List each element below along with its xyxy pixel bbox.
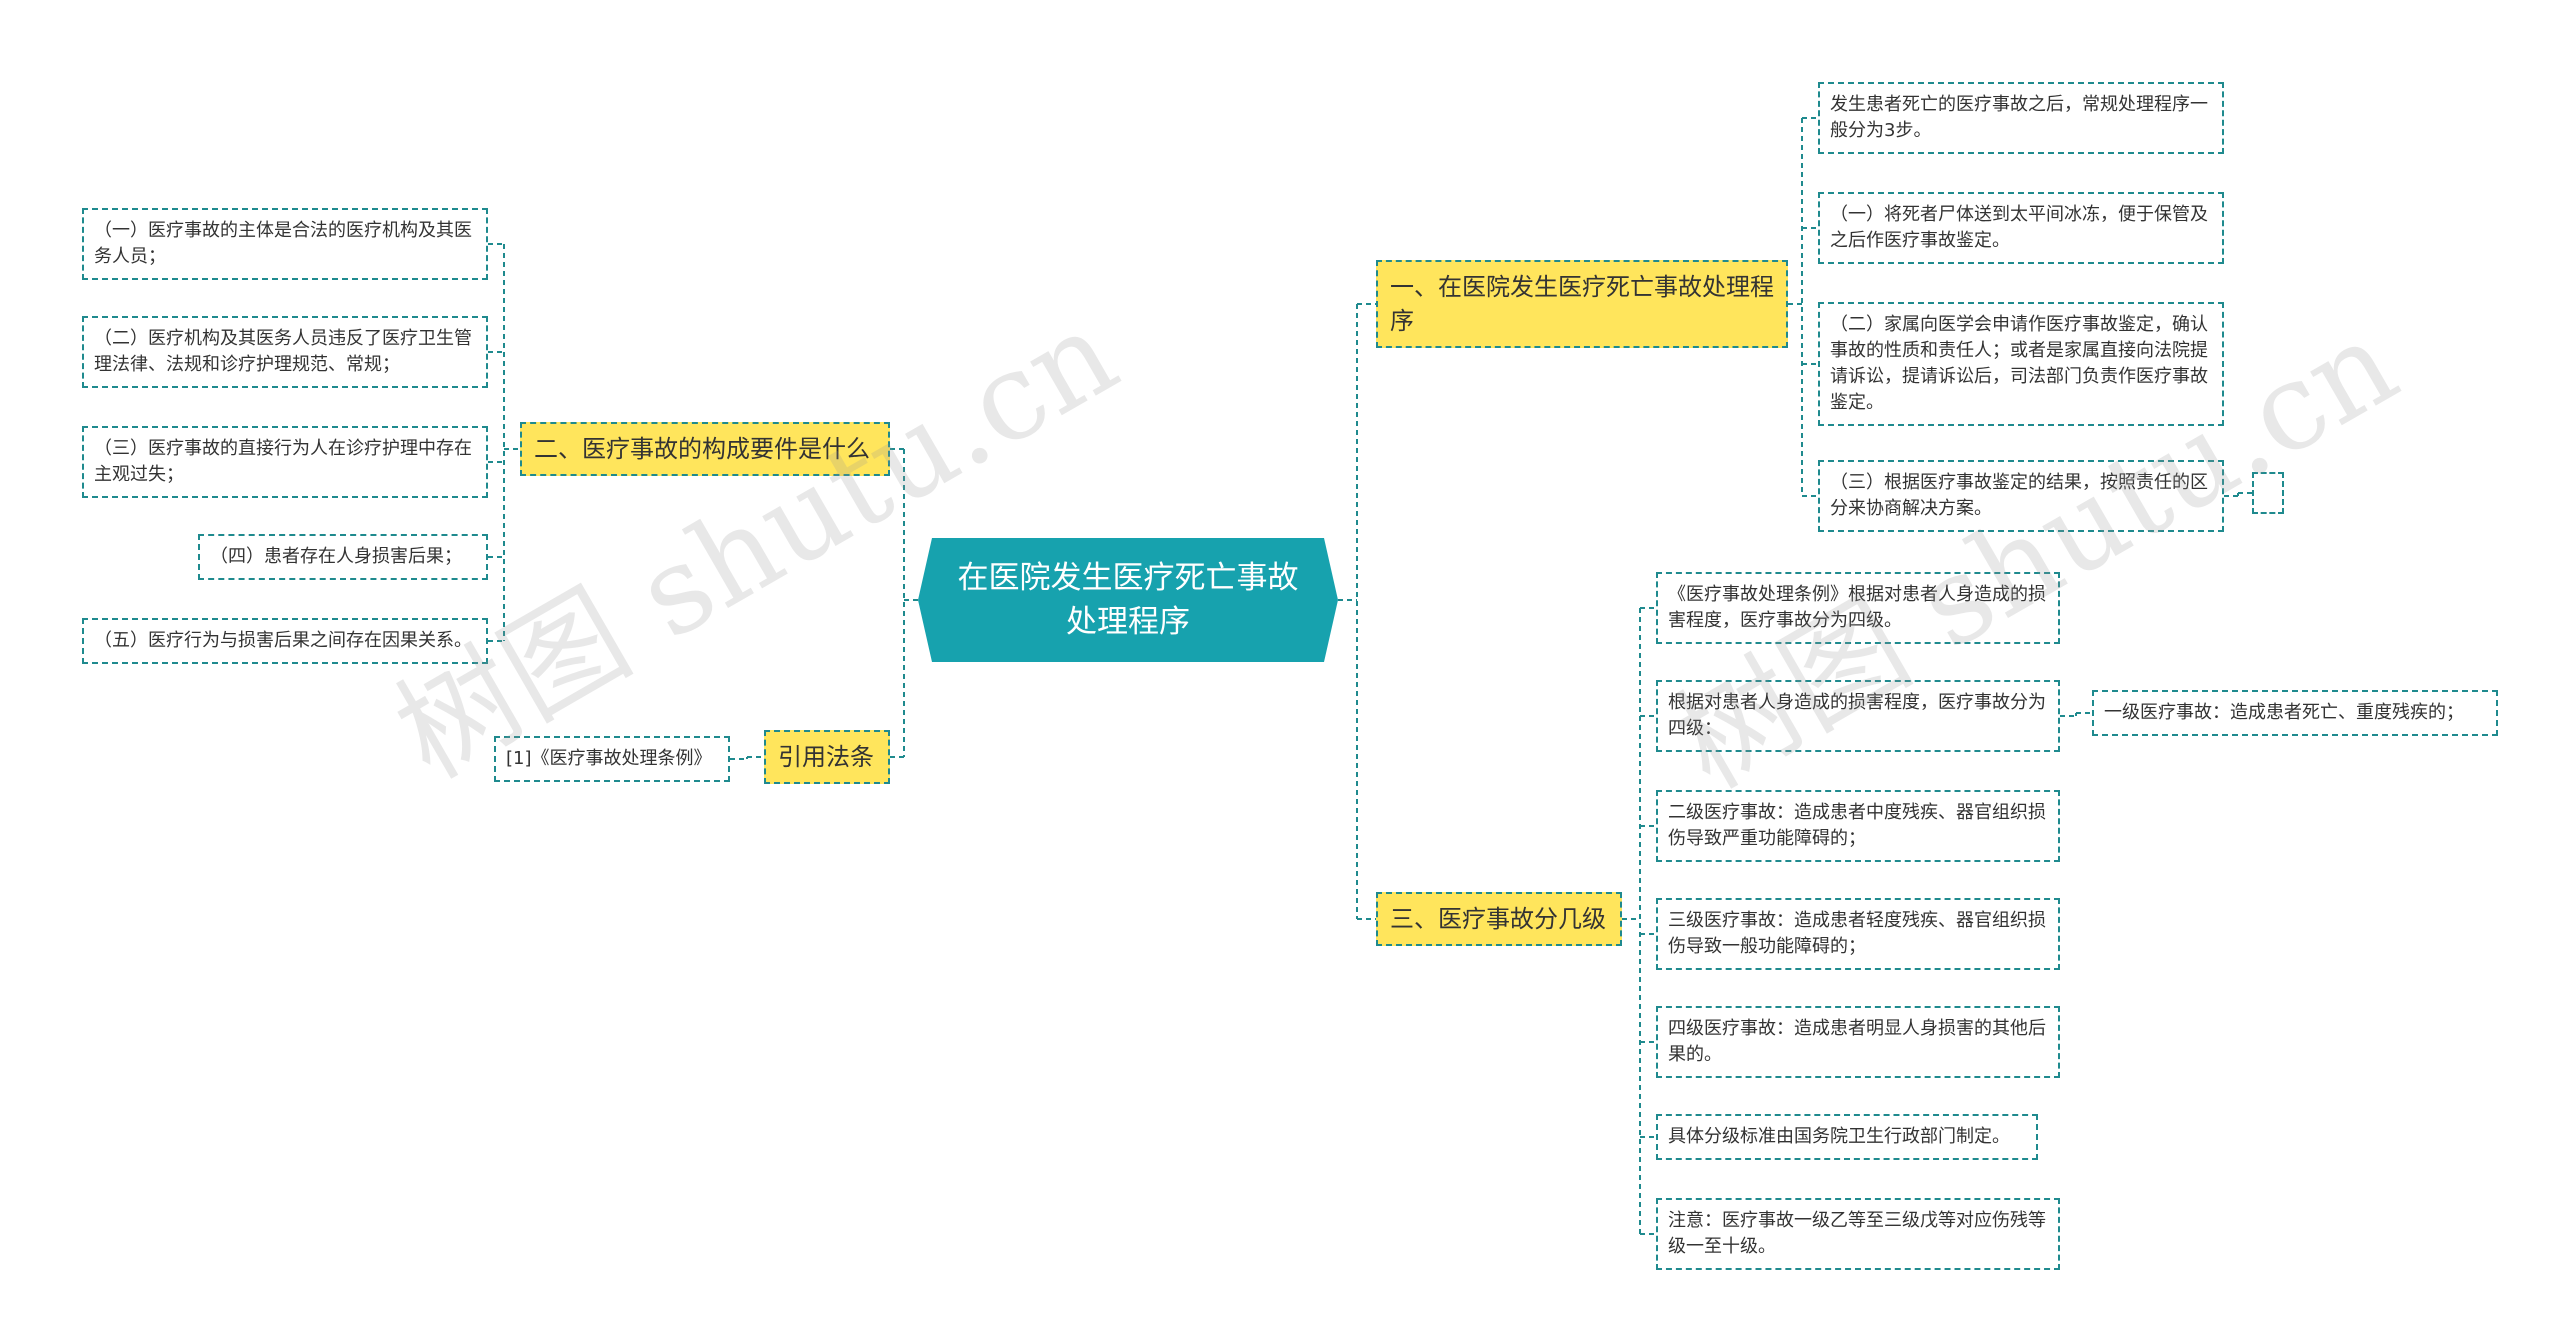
leaf-text: （三）医疗事故的直接行为人在诊疗护理中存在主观过失； [94,438,472,485]
branch-node-cited-law[interactable]: 引用法条 [764,730,890,784]
branch-label: 二、医疗事故的构成要件是什么 [534,435,870,463]
leaf-node[interactable]: （五）医疗行为与损害后果之间存在因果关系。 [82,618,488,664]
leaf-node[interactable]: （一）医疗事故的主体是合法的医疗机构及其医务人员； [82,208,488,280]
leaf-text: 根据对患者人身造成的损害程度，医疗事故分为四级： [1668,692,2046,739]
branch-node-accident-grades[interactable]: 三、医疗事故分几级 [1376,892,1622,946]
leaf-node[interactable]: 根据对患者人身造成的损害程度，医疗事故分为四级： [1656,680,2060,752]
leaf-text: 发生患者死亡的医疗事故之后，常规处理程序一般分为3步。 [1830,94,2208,141]
leaf-text: （一）将死者尸体送到太平间冰冻，便于保管及之后作医疗事故鉴定。 [1830,204,2208,251]
leaf-node[interactable]: 注意：医疗事故一级乙等至三级戊等对应伤残等级一至十级。 [1656,1198,2060,1270]
empty-leaf-node[interactable] [2252,472,2284,514]
leaf-text: [1]《医疗事故处理条例》 [506,748,712,769]
leaf-text: （五）医疗行为与损害后果之间存在因果关系。 [94,630,472,651]
branch-node-constituent-elements[interactable]: 二、医疗事故的构成要件是什么 [520,422,890,476]
leaf-text: （二）家属向医学会申请作医疗事故鉴定，确认事故的性质和责任人；或者是家属直接向法… [1830,314,2208,413]
leaf-node[interactable]: （一）将死者尸体送到太平间冰冻，便于保管及之后作医疗事故鉴定。 [1818,192,2224,264]
branch-node-handling-procedure[interactable]: 一、在医院发生医疗死亡事故处理程序 [1376,260,1788,348]
leaf-node[interactable]: 发生患者死亡的医疗事故之后，常规处理程序一般分为3步。 [1818,82,2224,154]
leaf-node[interactable]: （三）医疗事故的直接行为人在诊疗护理中存在主观过失； [82,426,488,498]
leaf-text: （一）医疗事故的主体是合法的医疗机构及其医务人员； [94,220,472,267]
branch-label: 一、在医院发生医疗死亡事故处理程序 [1390,273,1774,335]
leaf-node[interactable]: [1]《医疗事故处理条例》 [494,736,730,782]
branch-label: 引用法条 [778,743,874,771]
leaf-text: 一级医疗事故：造成患者死亡、重度残疾的； [2104,702,2464,723]
leaf-text: 注意：医疗事故一级乙等至三级戊等对应伤残等级一至十级。 [1668,1210,2046,1257]
leaf-text: 四级医疗事故：造成患者明显人身损害的其他后果的。 [1668,1018,2046,1065]
leaf-text: 二级医疗事故：造成患者中度残疾、器官组织损伤导致严重功能障碍的； [1668,802,2046,849]
leaf-text: （四）患者存在人身损害后果； [210,546,462,567]
leaf-node[interactable]: （四）患者存在人身损害后果； [198,534,488,580]
leaf-node[interactable]: 《医疗事故处理条例》根据对患者人身造成的损害程度，医疗事故分为四级。 [1656,572,2060,644]
leaf-node[interactable]: 四级医疗事故：造成患者明显人身损害的其他后果的。 [1656,1006,2060,1078]
leaf-text: 《医疗事故处理条例》根据对患者人身造成的损害程度，医疗事故分为四级。 [1668,584,2046,631]
leaf-node[interactable]: 具体分级标准由国务院卫生行政部门制定。 [1656,1114,2038,1160]
leaf-text: 三级医疗事故：造成患者轻度残疾、器官组织损伤导致一般功能障碍的； [1668,910,2046,957]
leaf-node[interactable]: （二）医疗机构及其医务人员违反了医疗卫生管理法律、法规和诊疗护理规范、常规； [82,316,488,388]
leaf-node[interactable]: 二级医疗事故：造成患者中度残疾、器官组织损伤导致严重功能障碍的； [1656,790,2060,862]
leaf-text: （二）医疗机构及其医务人员违反了医疗卫生管理法律、法规和诊疗护理规范、常规； [94,328,472,375]
branch-label: 三、医疗事故分几级 [1390,905,1606,933]
leaf-node[interactable]: （三）根据医疗事故鉴定的结果，按照责任的区分来协商解决方案。 [1818,460,2224,532]
leaf-text: 具体分级标准由国务院卫生行政部门制定。 [1668,1126,2010,1147]
leaf-node[interactable]: 一级医疗事故：造成患者死亡、重度残疾的； [2092,690,2498,736]
root-node[interactable]: 在医院发生医疗死亡事故处理程序 [918,538,1338,662]
leaf-node[interactable]: 三级医疗事故：造成患者轻度残疾、器官组织损伤导致一般功能障碍的； [1656,898,2060,970]
leaf-text: （三）根据医疗事故鉴定的结果，按照责任的区分来协商解决方案。 [1830,472,2208,519]
leaf-node[interactable]: （二）家属向医学会申请作医疗事故鉴定，确认事故的性质和责任人；或者是家属直接向法… [1818,302,2224,426]
root-title: 在医院发生医疗死亡事故处理程序 [957,560,1299,640]
